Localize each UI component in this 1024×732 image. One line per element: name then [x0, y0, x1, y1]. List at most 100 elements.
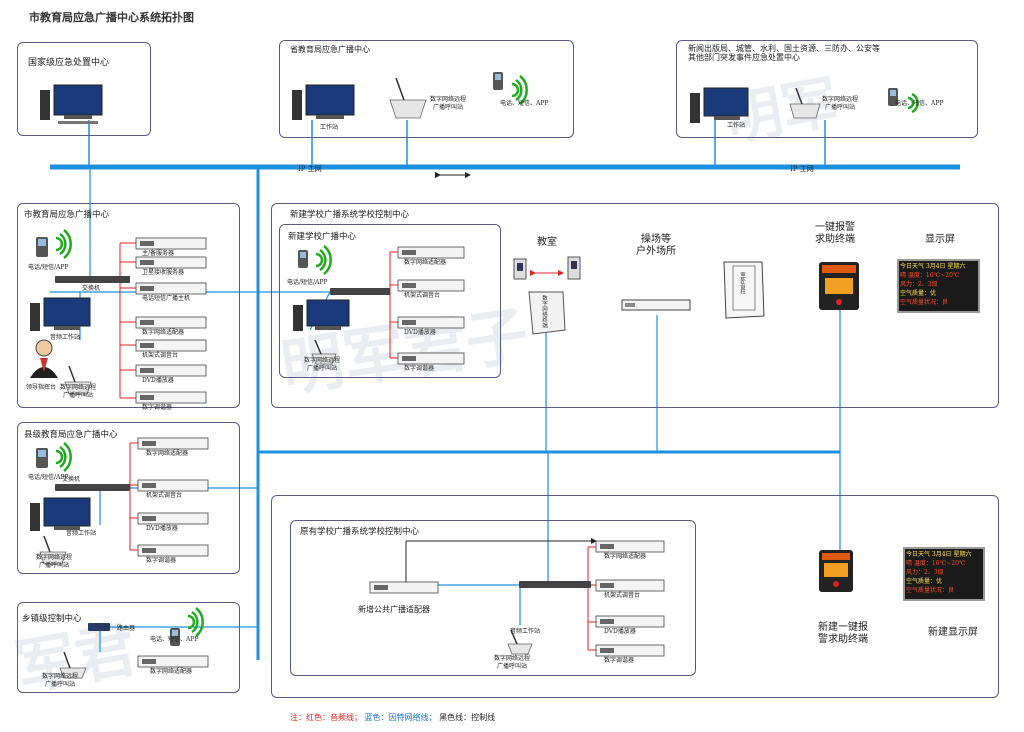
city-rack-device — [135, 282, 207, 295]
agencies-remote-label: 数字网络远程广播呼叫站 — [822, 96, 859, 111]
new-school-control-box — [271, 203, 999, 408]
device-label: 数字网络适配器 — [146, 450, 189, 457]
new-school-rack-device — [397, 316, 465, 329]
existing-remote-label: 数字网络远程广播呼叫站 — [494, 655, 531, 670]
classroom-label: 教室 — [537, 237, 557, 248]
network-lines — [50, 120, 960, 660]
device-label: 数字调谐器 — [404, 365, 435, 372]
new-school-phone-label: 电话/短信/APP — [287, 279, 328, 286]
new-led-screen-text: 今日天气 3月4日 星期六 晴 温度：16℃~20℃ 风力：2、3级 空气质量：… — [906, 551, 972, 594]
county-workstation-label: 音频工作站 — [66, 530, 97, 537]
existing-rack-device — [595, 579, 665, 592]
town-remote-label: 数字网络远程广播呼叫站 — [42, 673, 79, 688]
control-lines — [405, 172, 597, 585]
new-display-label: 新建显示屏 — [928, 627, 978, 638]
new-sos-label: 新建一键报警求助终端 — [818, 622, 868, 645]
city-rack-device — [135, 339, 207, 352]
device-label: 数字网络适配器 — [150, 668, 193, 675]
agencies-phone-label: 电话、短信、APP — [895, 100, 944, 107]
existing-rack-device — [595, 540, 665, 553]
device-label: DVD播放器 — [404, 329, 436, 336]
county-rack-device — [137, 544, 209, 557]
provincial-title: 省教育局应急广播中心 — [290, 45, 370, 54]
national-center-box — [17, 42, 151, 136]
city-leader-label: 领导指挥台 — [26, 384, 57, 391]
playground-label: 操场等户外场所 — [636, 234, 676, 257]
city-workstation-label: 音频工作站 — [50, 334, 81, 341]
switches — [55, 276, 591, 631]
ip-label-right: IP 主网 — [790, 165, 814, 173]
county-remote-label: 数字网络远程广播呼叫站 — [36, 554, 73, 569]
existing-rack-device — [595, 615, 665, 628]
provincial-workstation-label: 工作站 — [320, 124, 339, 131]
device-label: 数字调谐器 — [142, 404, 173, 411]
county-title: 县级教育局应急广播中心 — [24, 430, 118, 440]
city-switch-label: 交换机 — [82, 285, 101, 292]
provincial-phone-label: 电话、短信、APP — [500, 100, 549, 107]
national-title: 国家级应急处置中心 — [28, 58, 110, 68]
outdoor-speaker-label: 室外音柱 — [739, 271, 746, 296]
city-rack-device — [135, 256, 207, 269]
new-school-inner-title: 新建学校广播中心 — [288, 232, 357, 242]
classroom-terminal-label: 数字网络终端 — [541, 294, 548, 330]
new-school-outer-title: 新建学校广播系统学校控制中心 — [290, 210, 410, 220]
device-label: 机架式调音台 — [142, 352, 179, 359]
playground-devices: 室外音柱 — [621, 261, 765, 319]
classroom-devices: 数字网络终端 — [513, 256, 581, 335]
device-label: 数字网络适配器 — [404, 259, 447, 266]
wifi-icons — [55, 75, 919, 637]
device-label: 数字网络适配器 — [604, 553, 647, 560]
existing-school-box — [271, 495, 999, 698]
workstations — [30, 84, 749, 531]
agencies-title: 新闻出版局、城管、水利、国土资源、三防办、公安等其他部门突发事件应急处置中心 — [688, 44, 880, 62]
rack-devices — [135, 237, 665, 668]
new-school-broadcast-box — [279, 224, 501, 378]
device-label: 机架式调音台 — [146, 492, 183, 499]
phone-icons — [36, 72, 898, 646]
device-label: 数字调谐器 — [604, 657, 635, 664]
agencies-workstation-label: 工作站 — [727, 122, 746, 129]
city-rack-device — [135, 237, 207, 250]
sos-label: 一键报警求助终端 — [815, 222, 855, 245]
town-rack-device — [137, 655, 209, 668]
city-phone-label: 电话/短信/APP — [28, 264, 69, 271]
existing-rack-device — [595, 644, 665, 657]
leader-figure — [30, 339, 58, 378]
device-label: 主/备服务器 — [142, 250, 175, 257]
existing-school-inner-box — [290, 520, 696, 676]
device-label: 数字调谐器 — [146, 557, 177, 564]
led-screen-text: 今日天气 3月4日 星期六 晴 温度：16℃~20℃ 风力：2、3级 空气质量：… — [900, 263, 966, 306]
legend: 注：红色：音频线； 蓝色：因特网络线； 黑色线：控制线 — [290, 713, 496, 722]
new-school-remote-label: 数字网络远程广播呼叫站 — [304, 357, 341, 372]
device-label: 电话短信广播主机 — [142, 295, 191, 302]
display-label: 显示屏 — [925, 234, 955, 245]
city-center-box — [17, 203, 240, 408]
new-public-adapter — [369, 581, 439, 594]
device-label: DVD播放器 — [146, 525, 178, 532]
new-adapter-label: 新增公共广播适配器 — [358, 605, 430, 614]
city-rack-device — [135, 316, 207, 329]
ip-label-left: IP 主网 — [298, 165, 322, 173]
call-station-icons — [39, 77, 821, 679]
county-switch-label: 交换机 — [62, 476, 81, 483]
device-label: 机架式调音台 — [604, 592, 641, 599]
new-school-rack-device — [397, 352, 465, 365]
existing-school-title: 原有学校广播系统学校控制中心 — [300, 527, 420, 537]
town-phone-label: 电话、短信、APP — [150, 636, 199, 643]
provincial-remote-label: 数字网络远程广播呼叫站 — [430, 96, 467, 111]
new-school-rack-device — [397, 279, 465, 292]
audio-lines — [119, 242, 596, 651]
city-title: 市教育局应急广播中心 — [24, 210, 110, 220]
new-school-rack-device — [397, 246, 465, 259]
county-center-box — [17, 422, 240, 574]
county-rack-device — [137, 512, 209, 525]
town-center-box — [17, 602, 240, 693]
town-title: 乡镇级控制中心 — [22, 614, 82, 624]
town-router-label: 路由器 — [117, 625, 136, 632]
led-displays — [897, 259, 985, 601]
diagram-title: 市教育局应急广播中心系统拓扑图 — [29, 11, 194, 24]
device-label: DVD播放器 — [142, 377, 174, 384]
county-rack-device — [137, 479, 209, 492]
city-rack-device — [135, 364, 207, 377]
